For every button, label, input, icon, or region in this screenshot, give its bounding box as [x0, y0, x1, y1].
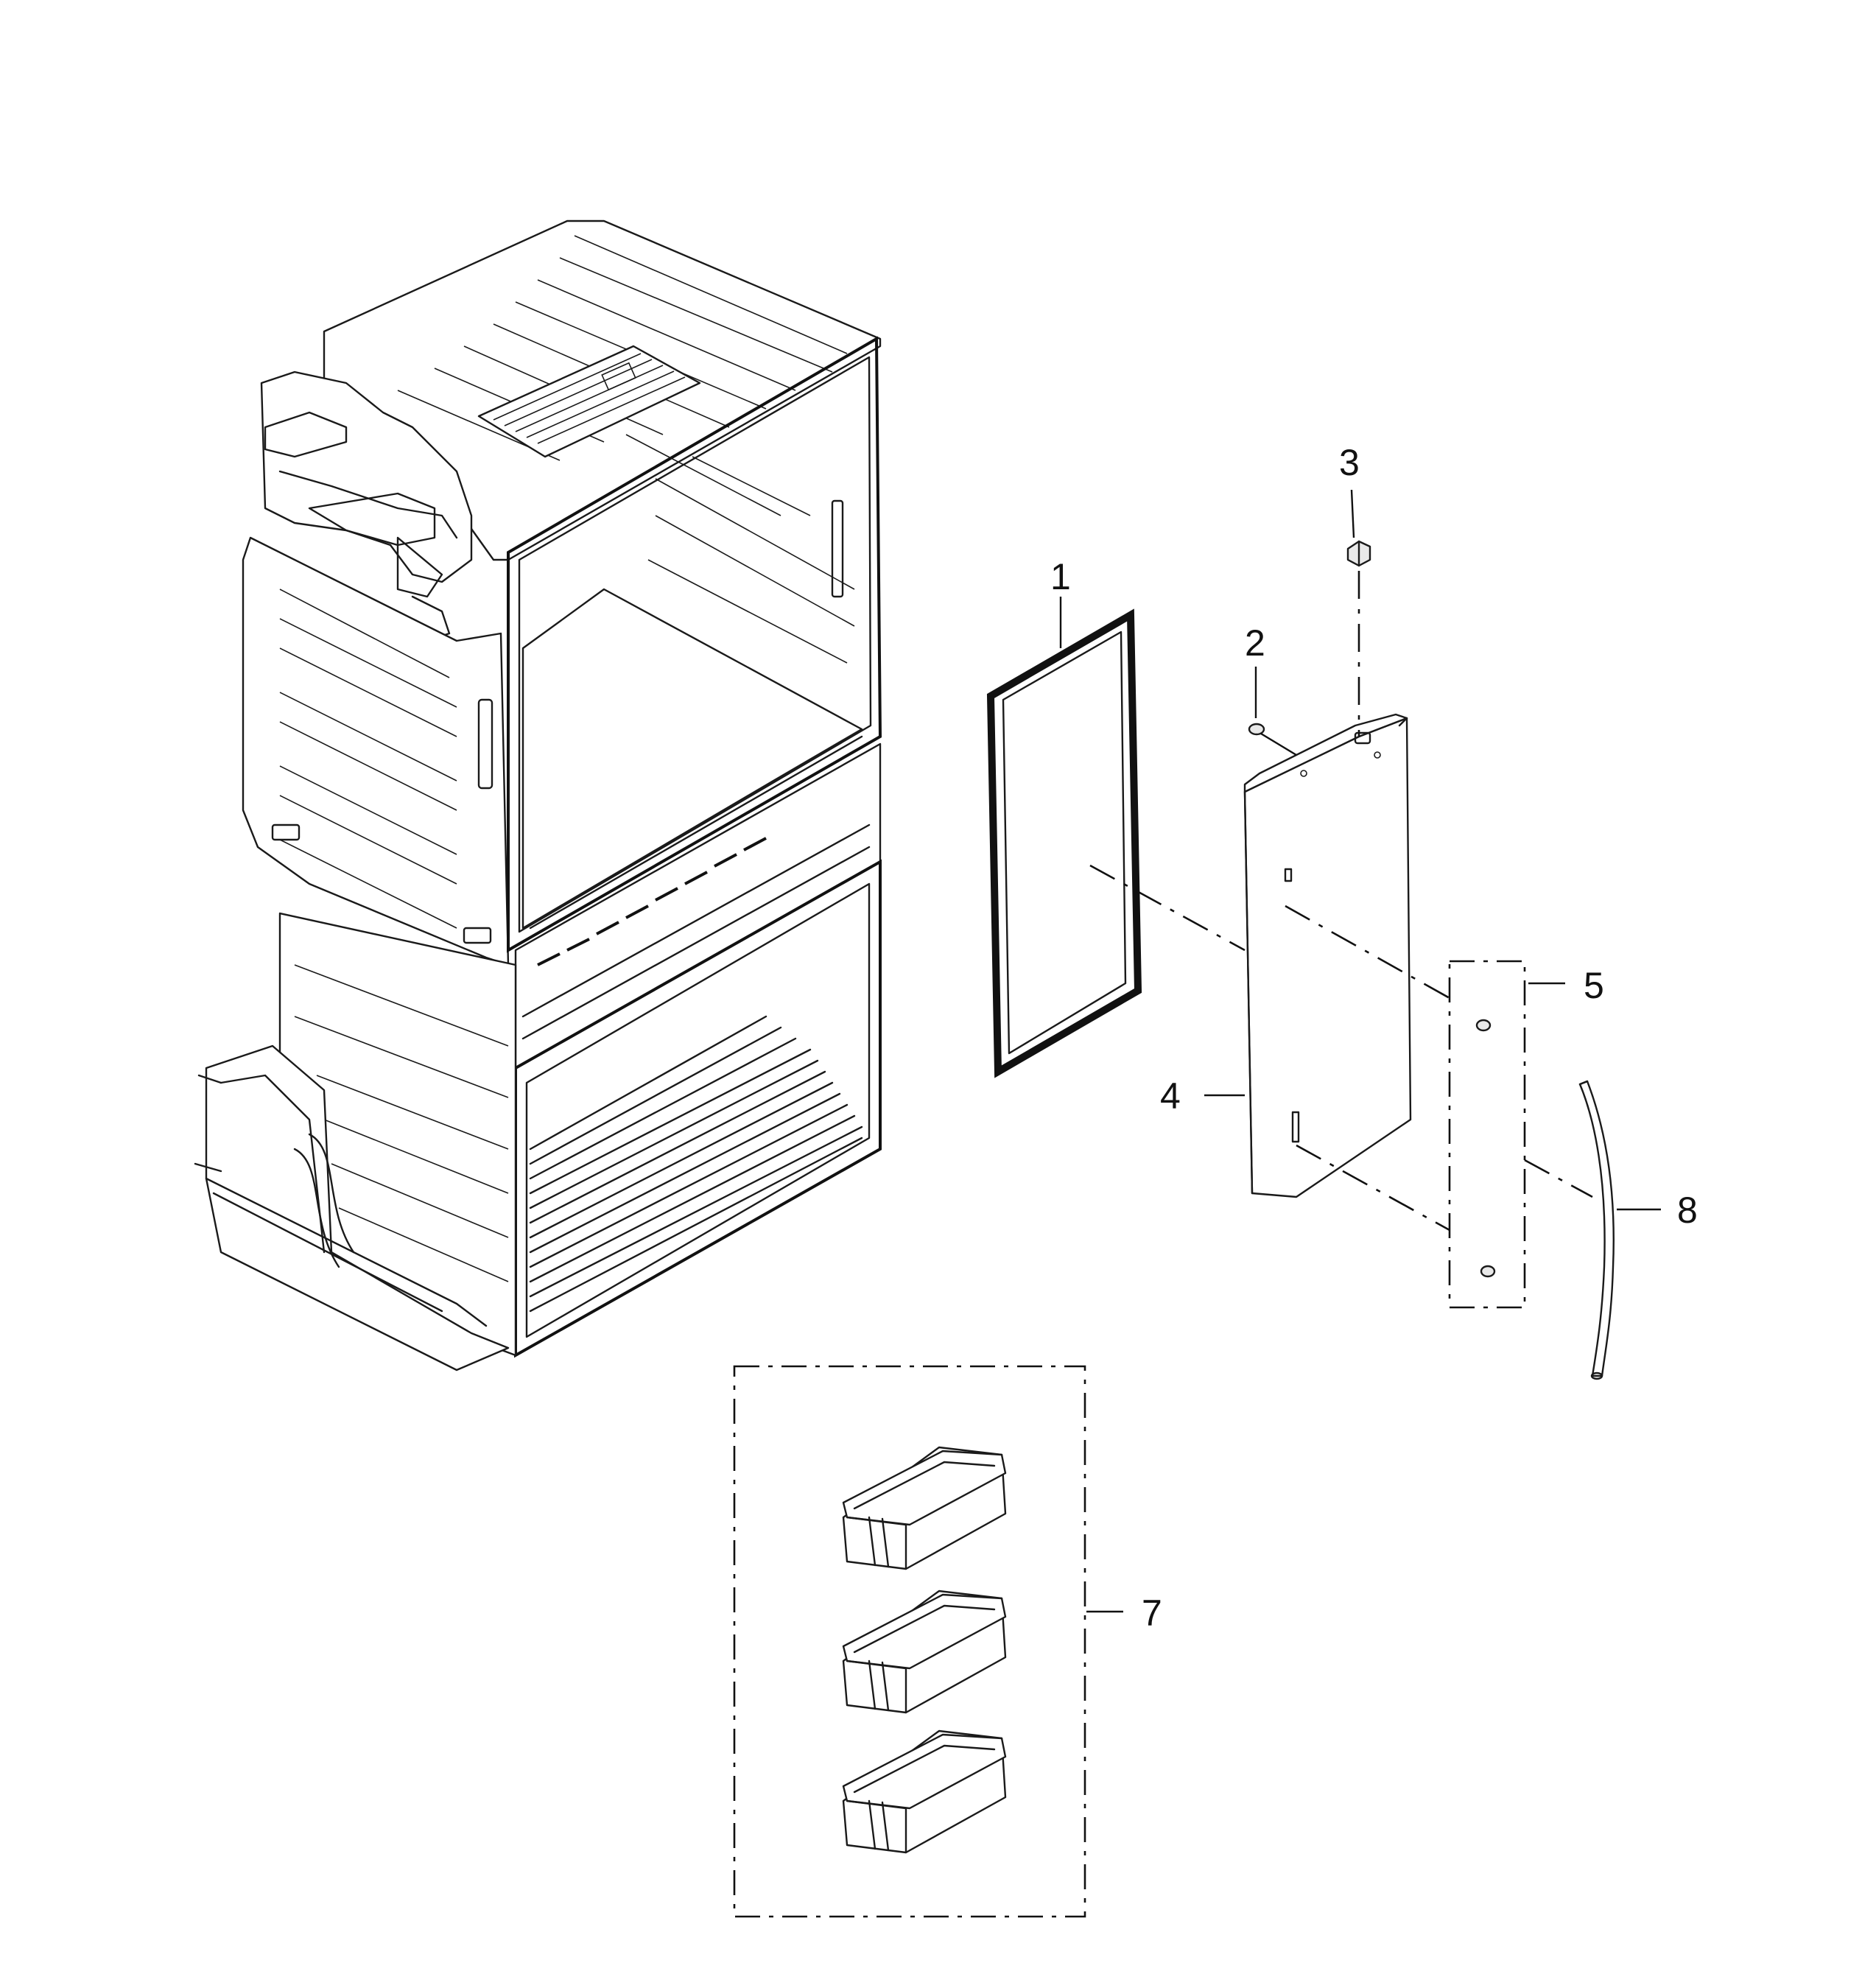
callout-labels: 1 2 3 4 5 7 8: [1050, 442, 1698, 1634]
door-bin-2: [842, 1590, 1007, 1714]
door-gasket-part: [986, 608, 1142, 1078]
door-handle-part: [1578, 1080, 1615, 1380]
door-bin-1: [842, 1446, 1007, 1570]
callout-8: 8: [1677, 1190, 1698, 1231]
callout-3: 3: [1339, 442, 1360, 483]
callout-7: 7: [1142, 1592, 1162, 1634]
callout-4: 4: [1160, 1075, 1181, 1117]
door-trim-set-part: [1448, 960, 1526, 1309]
assembly-lines: [1059, 489, 1661, 1613]
refrigerator-cabinet: [194, 219, 882, 1371]
callout-5: 5: [1584, 965, 1604, 1006]
door-bin-3: [842, 1729, 1007, 1854]
callout-2: 2: [1245, 622, 1265, 664]
callout-1: 1: [1050, 556, 1071, 597]
hinge-cap-part: [1346, 540, 1371, 567]
door-bin-set-part: [733, 1365, 1086, 1918]
hinge-pin-part: [1248, 723, 1265, 736]
door-panel-part: [1243, 713, 1412, 1198]
